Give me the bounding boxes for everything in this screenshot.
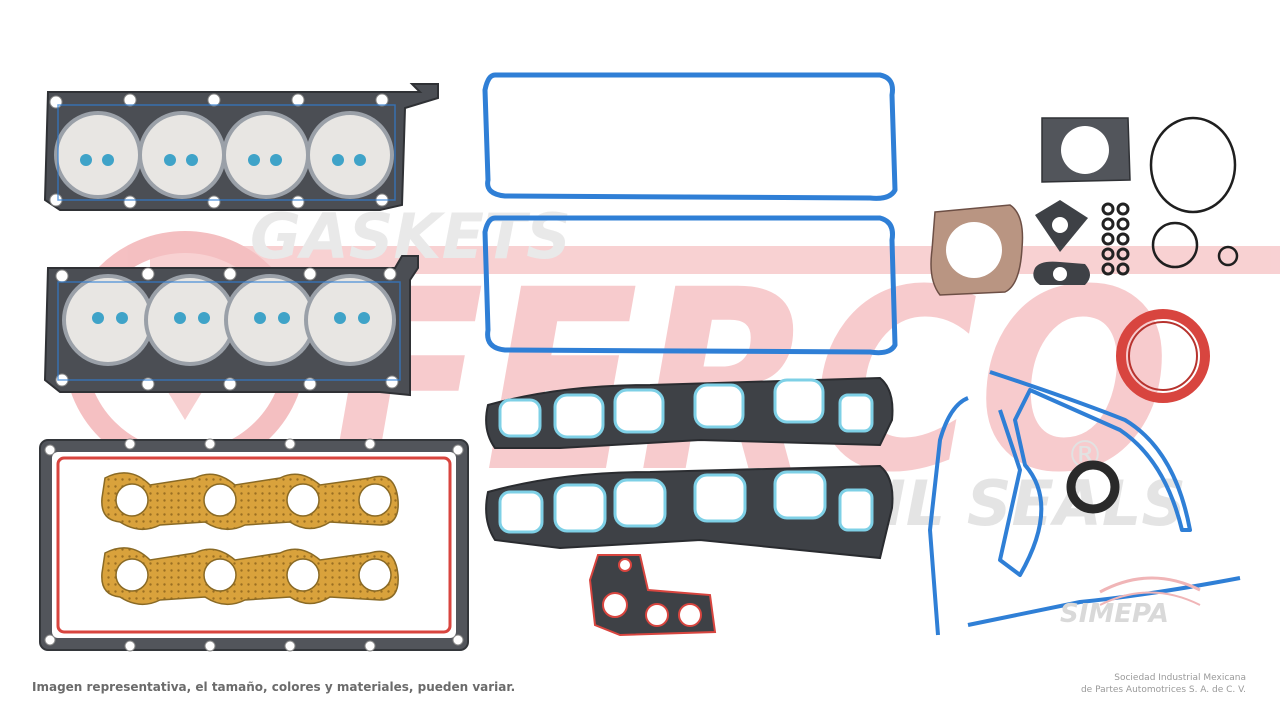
exhaust-gasket-lower [101,547,399,606]
company-name: Sociedad Industrial Mexicana de Partes A… [1036,672,1246,696]
valve-cover-gasket-top [482,72,898,201]
simepa-logo: SIMEPA [1060,576,1201,629]
iac-gasket [1033,200,1090,285]
head-gasket-top [43,83,439,211]
front-seal [1066,460,1120,514]
simepa-logo-text: SIMEPA [1060,599,1169,629]
valve-cover-gasket-bottom [482,215,898,356]
disclaimer-text: Imagen representativa, el tamaño, colore… [32,680,516,694]
timing-cover-gasket-upper [989,370,1192,577]
head-gasket-middle [43,255,419,397]
exhaust-gasket-upper [101,472,399,531]
intake-manifold-gasket-lower [485,464,894,560]
oil-pan-gasket [39,438,469,652]
throttle-body-gasket [1041,117,1131,183]
water-outlet-gasket [588,554,717,637]
rear-main-seal [1116,309,1210,403]
o-rings [1101,202,1130,276]
exhaust-manifold-gaskets [101,472,399,606]
company-line-2: de Partes Automotrices S. A. de C. V. [1080,685,1246,695]
egr-gasket [930,204,1024,296]
timing-cover-gasket-left [928,396,969,636]
intake-manifold-gasket-upper [485,376,894,449]
large-o-rings [1149,116,1239,269]
company-line-1: Sociedad Industrial Mexicana [1114,673,1246,683]
valve-cover-gaskets [482,72,898,356]
